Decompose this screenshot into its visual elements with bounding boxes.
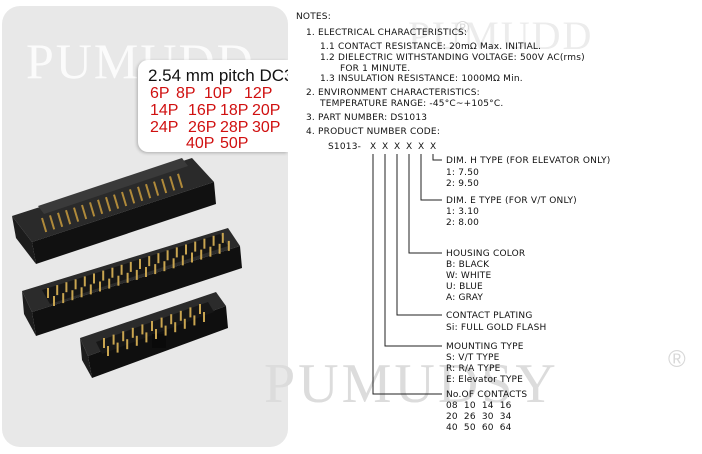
legend-option: U: BLUE bbox=[446, 282, 483, 292]
legend-housing-title: HOUSING COLOR bbox=[446, 249, 526, 259]
pin-option: 8P bbox=[176, 85, 196, 102]
connector-pin bbox=[113, 194, 120, 209]
note-environment: 2. ENVIRONMENT CHARACTERISTICS: bbox=[306, 88, 480, 98]
notes-watermark: PUMUDSY bbox=[264, 353, 559, 415]
note-dielectric-cont: FOR 1 MINUTE. bbox=[340, 64, 411, 74]
legend-contacts-row: 08 10 14 16 bbox=[446, 401, 512, 411]
pin-option: 20P bbox=[252, 102, 281, 119]
note-temperature: TEMPERATURE RANGE: -45°C~+105°C. bbox=[320, 99, 504, 109]
note-insulation: 1.3 INSULATION RESISTANCE: 1000MΩ Min. bbox=[320, 74, 523, 84]
connector-pin bbox=[65, 209, 72, 225]
legend-option: Si: FULL GOLD FLASH bbox=[446, 323, 547, 333]
legend-option: R: R/A TYPE bbox=[446, 364, 501, 374]
code-prefix: S1013- bbox=[328, 142, 362, 152]
code-placeholder: X bbox=[418, 142, 425, 152]
code-placeholder: X bbox=[406, 142, 413, 152]
spec-card: 2.54 mm pitch DC3 6P 8P 10P 12P 14P 16P … bbox=[138, 60, 288, 152]
legend-contacts-title: No.OF CONTACTS bbox=[446, 390, 528, 400]
code-placeholder: X bbox=[394, 142, 401, 152]
legend-dim-h-title: DIM. H TYPE (FOR ELEVATOR ONLY) bbox=[446, 156, 611, 166]
pin-option: 10P bbox=[204, 85, 233, 102]
connector-pin bbox=[97, 199, 104, 215]
connector-pin bbox=[73, 207, 80, 222]
legend-contacts-row: 40 50 60 64 bbox=[446, 423, 512, 433]
pin-option: 50P bbox=[220, 135, 249, 152]
connector-pin bbox=[169, 176, 176, 191]
legend-option: E: Elevator TYPE bbox=[446, 375, 524, 385]
pin-option: 28P bbox=[220, 119, 249, 136]
legend-plating-title: CONTACT PLATING bbox=[446, 311, 533, 321]
legend-dim-e-title: DIM. E TYPE (FOR V/T ONLY) bbox=[446, 196, 577, 206]
connector-pin bbox=[81, 204, 88, 220]
notes-heading: NOTES: bbox=[296, 12, 331, 22]
code-placeholder: X bbox=[382, 142, 389, 152]
legend-option: W: WHITE bbox=[446, 271, 492, 281]
connector-pin bbox=[41, 217, 48, 233]
legend-contacts-row: 20 26 30 34 bbox=[446, 412, 512, 422]
pin-option: 26P bbox=[188, 119, 217, 136]
pin-option: 12P bbox=[244, 85, 273, 102]
code-placeholder: X bbox=[430, 142, 437, 152]
pin-option: 30P bbox=[252, 119, 281, 136]
pin-option: 40P bbox=[186, 135, 215, 152]
connector-pin bbox=[153, 181, 160, 196]
connector-pin bbox=[57, 212, 64, 228]
legend-option: 2: 9.50 bbox=[446, 179, 480, 189]
registered-mark: ® bbox=[668, 346, 686, 373]
connector-illustration bbox=[12, 158, 242, 378]
connector-pin bbox=[145, 183, 152, 199]
right-angle-header bbox=[12, 158, 216, 264]
code-placeholder: X bbox=[370, 142, 377, 152]
pin-option: 24P bbox=[150, 119, 179, 136]
pin-option: 18P bbox=[220, 102, 249, 119]
legend-option: 1: 7.50 bbox=[446, 168, 480, 178]
connector-pin bbox=[105, 196, 112, 212]
note-electrical: 1. ELECTRICAL CHARACTERISTICS: bbox=[306, 28, 468, 38]
pin-option: 6P bbox=[150, 85, 170, 102]
connector-pin bbox=[161, 178, 168, 194]
legend-option: A: GRAY bbox=[446, 293, 484, 303]
notes-watermark-top: PUMUDD bbox=[408, 13, 594, 58]
pin-option: 16P bbox=[188, 102, 217, 119]
product-photo-panel: PUMUDD 2.54 mm pitch DC3 bbox=[2, 6, 288, 447]
note-contact-resistance: 1.1 CONTACT RESISTANCE: 20mΩ Max. INITIA… bbox=[320, 42, 542, 52]
legend-option: B: BLACK bbox=[446, 260, 490, 270]
connector-pin bbox=[177, 173, 184, 189]
note-product-code: 4. PRODUCT NUMBER CODE: bbox=[306, 127, 441, 137]
legend-mounting-title: MOUNTING TYPE bbox=[446, 342, 524, 352]
connector-pin bbox=[137, 186, 144, 202]
vertical-header-long bbox=[22, 228, 242, 336]
vertical-header-short bbox=[80, 292, 228, 378]
pin-option: 14P bbox=[150, 102, 179, 119]
connector-pin bbox=[121, 191, 128, 207]
connector-pin bbox=[89, 202, 96, 217]
pitch-title: 2.54 mm pitch DC3 bbox=[148, 66, 288, 85]
connector-pin bbox=[129, 189, 136, 204]
note-dielectric: 1.2 DIELECTRIC WITHSTANDING VOLTAGE: 500… bbox=[320, 53, 585, 63]
legend-option: 2: 8.00 bbox=[446, 218, 480, 228]
legend-option: S: V/T TYPE bbox=[446, 353, 500, 363]
connector-pin bbox=[49, 215, 56, 230]
legend-option: 1: 3.10 bbox=[446, 207, 480, 217]
note-part-number: 3. PART NUMBER: DS1013 bbox=[306, 113, 428, 123]
registered-mark: ® bbox=[456, 18, 470, 38]
